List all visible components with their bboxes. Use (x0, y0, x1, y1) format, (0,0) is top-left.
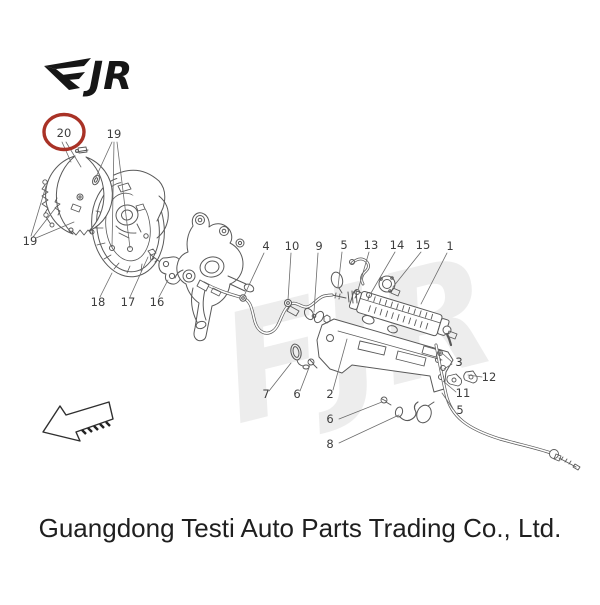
leader-lines (30, 141, 483, 444)
fjr-logo: JR (44, 54, 132, 98)
callout-label-10: 10 (285, 239, 300, 253)
callout-label-19b: 19 (23, 234, 38, 248)
brake-shoe-assembly (45, 146, 113, 236)
callout-label-16: 16 (150, 295, 165, 309)
callout-label-5a: 5 (340, 238, 347, 252)
wire-loop-5 (330, 271, 344, 294)
company-name: Guangdong Testi Auto Parts Trading Co., … (38, 513, 562, 543)
bolt-6-left (307, 358, 318, 369)
callout-label-9: 9 (315, 239, 322, 253)
callout-label-7: 7 (262, 387, 269, 401)
callout-label-6b: 6 (326, 412, 333, 426)
retainer-clip-7 (290, 343, 310, 370)
mounting-bracket-2 (316, 318, 454, 393)
cable-8 (394, 401, 435, 424)
direction-arrow (42, 401, 114, 442)
logo-f-glyph (44, 58, 91, 90)
callout-label-14: 14 (390, 238, 405, 252)
callout-labels: 20 19 19 18 17 16 4 10 9 5 13 14 15 1 3 … (23, 126, 497, 451)
callout-label-3: 3 (455, 355, 462, 369)
highlight-circle-20 (42, 112, 86, 152)
callout-label-13: 13 (364, 238, 379, 252)
callout-label-20: 20 (57, 126, 72, 140)
callout-label-11: 11 (456, 386, 471, 400)
connector-15 (378, 275, 401, 297)
callout-label-8: 8 (326, 437, 333, 451)
front-cable (196, 279, 334, 335)
callout-label-2: 2 (326, 387, 333, 401)
parts-diagram (30, 141, 581, 471)
callout-label-15: 15 (416, 238, 431, 252)
callout-label-1: 1 (446, 239, 453, 253)
callout-label-19a: 19 (107, 127, 122, 141)
lever-16 (158, 256, 183, 285)
callout-label-18: 18 (91, 295, 106, 309)
cable-clamps-3-11-12 (437, 350, 478, 387)
actuator-1 (331, 289, 458, 340)
wheel-knuckle (174, 212, 255, 342)
backing-plate (91, 169, 169, 278)
bolt-17 (147, 248, 161, 263)
callout-label-4: 4 (262, 239, 269, 253)
callout-label-12: 12 (482, 370, 497, 384)
callout-label-5b: 5 (456, 403, 463, 417)
cable-end-fitting (549, 449, 581, 471)
shoe-springs (41, 179, 61, 228)
callout-label-6a: 6 (293, 387, 300, 401)
cable-clamp-9 (303, 307, 331, 324)
callout-label-17: 17 (121, 295, 136, 309)
logo-jr-text: JR (82, 54, 132, 98)
bolt-6-right (380, 396, 392, 406)
